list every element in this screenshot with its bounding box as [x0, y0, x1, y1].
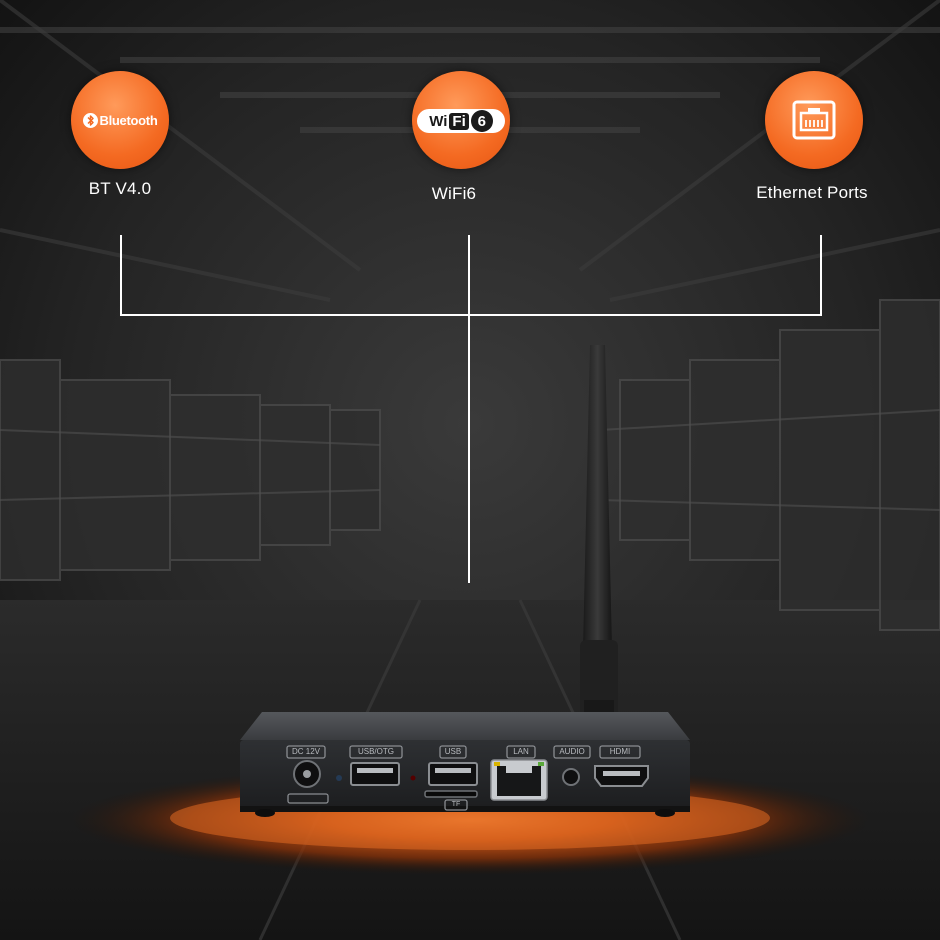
usb-port	[428, 762, 478, 786]
port-label-usb-otg: USB/OTG	[357, 747, 394, 756]
connector-wifi	[468, 235, 470, 583]
ethernet-feature-circle	[765, 71, 863, 169]
bluetooth-feature-circle: Bluetooth	[71, 71, 169, 169]
bluetooth-icon	[82, 112, 98, 128]
connector-ethernet	[820, 235, 822, 316]
ethernet-port-icon	[792, 100, 836, 140]
connector-horizontal	[120, 314, 822, 316]
usb-otg-port	[350, 762, 400, 786]
port-label-dc: DC 12V	[291, 747, 320, 756]
port-label-usb: USB	[444, 747, 462, 756]
wifi-label: WiFi6	[431, 184, 477, 203]
wifi-logo-text-6: 6	[470, 110, 493, 132]
bluetooth-label: BT V4.0	[88, 179, 152, 198]
wifi-feature-circle: Wi Fi 6	[412, 71, 510, 169]
bluetooth-logo: Bluetooth	[75, 109, 165, 131]
wifi-logo-text-wi: Wi	[429, 112, 448, 130]
port-label-lan: LAN	[513, 747, 529, 756]
wifi-logo-text-fi: Fi	[449, 112, 469, 130]
tf-slot	[424, 790, 478, 798]
port-label-audio: AUDIO	[559, 747, 585, 756]
bluetooth-logo-text: Bluetooth	[99, 112, 158, 128]
connector-bluetooth	[120, 235, 122, 316]
audio-jack	[562, 768, 580, 786]
port-label-hdmi: HDMI	[609, 747, 631, 756]
ports	[286, 745, 641, 811]
wifi6-icon: Wi Fi 6	[417, 109, 505, 133]
ethernet-label: Ethernet Ports	[756, 183, 868, 202]
port-label-tf: TF	[451, 801, 461, 808]
